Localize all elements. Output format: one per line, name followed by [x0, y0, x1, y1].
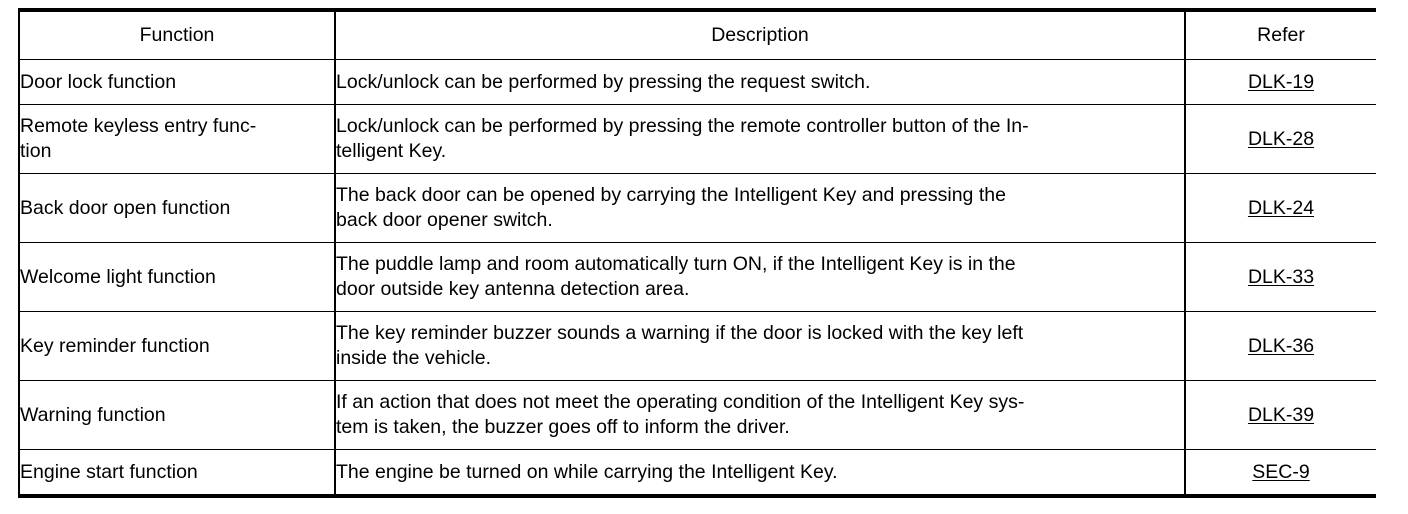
cell-function: Door lock function [18, 59, 335, 106]
description-line: Lock/unlock can be performed by pressing… [336, 70, 871, 93]
refer-link[interactable]: DLK-24 [1247, 196, 1315, 219]
cell-description: If an action that does not meet the oper… [334, 380, 1185, 451]
table-row: Engine start function The engine be turn… [18, 449, 1376, 499]
function-description-table: Function Description Refer Door lock fun… [18, 8, 1376, 499]
cell-description: Lock/unlock can be performed by pressing… [334, 59, 1185, 106]
description-line: inside the vehicle. [336, 347, 492, 370]
table-row: Welcome light function The puddle lamp a… [18, 242, 1376, 313]
description-line: telligent Key. [336, 140, 447, 163]
refer-link[interactable]: DLK-19 [1247, 70, 1315, 93]
table-row: Warning function If an action that does … [18, 380, 1376, 451]
table-row: Key reminder function The key reminder b… [18, 311, 1376, 382]
column-header-function: Function [18, 8, 335, 61]
column-header-refer: Refer [1184, 8, 1376, 61]
cell-description: Lock/unlock can be performed by pressing… [334, 104, 1185, 175]
cell-refer: DLK-19 [1184, 59, 1376, 106]
cell-refer: DLK-36 [1184, 311, 1376, 382]
table-body: Door lock function Lock/unlock can be pe… [18, 59, 1376, 499]
column-header-description: Description [334, 8, 1185, 61]
description-line: The puddle lamp and room automatically t… [336, 253, 1016, 275]
description-line: tem is taken, the buzzer goes off to inf… [336, 416, 790, 439]
refer-link[interactable]: DLK-39 [1247, 403, 1315, 426]
cell-function: Welcome light function [18, 242, 335, 313]
refer-link[interactable]: DLK-33 [1247, 265, 1315, 288]
refer-link[interactable]: DLK-28 [1247, 127, 1315, 150]
cell-description: The puddle lamp and room automatically t… [334, 242, 1185, 313]
cell-function: Key reminder function [18, 311, 335, 382]
function-line: tion [20, 140, 52, 163]
cell-refer: SEC-9 [1184, 449, 1376, 499]
description-line: The engine be turned on while carrying t… [336, 460, 838, 483]
refer-link[interactable]: DLK-36 [1247, 334, 1315, 357]
cell-refer: DLK-39 [1184, 380, 1376, 451]
description-line: If an action that does not meet the oper… [336, 391, 1025, 413]
description-line: door outside key antenna detection area. [336, 278, 690, 301]
cell-function: Warning function [18, 380, 335, 451]
table-header-row: Function Description Refer [18, 8, 1376, 61]
cell-function: Back door open function [18, 173, 335, 244]
cell-refer: DLK-28 [1184, 104, 1376, 175]
cell-function: Remote keyless entry func-tion [18, 104, 335, 175]
cell-function: Engine start function [18, 449, 335, 499]
table-row: Door lock function Lock/unlock can be pe… [18, 59, 1376, 106]
description-line: back door opener switch. [336, 209, 553, 232]
cell-description: The key reminder buzzer sounds a warning… [334, 311, 1185, 382]
cell-refer: DLK-33 [1184, 242, 1376, 313]
refer-link[interactable]: SEC-9 [1252, 460, 1310, 483]
description-line: Lock/unlock can be performed by pressing… [336, 115, 1029, 137]
description-line: The back door can be opened by carrying … [336, 184, 1006, 206]
description-line: The key reminder buzzer sounds a warning… [336, 322, 1024, 344]
cell-description: The engine be turned on while carrying t… [334, 449, 1185, 499]
table-row: Back door open function The back door ca… [18, 173, 1376, 244]
table-header: Function Description Refer [18, 8, 1376, 61]
cell-description: The back door can be opened by carrying … [334, 173, 1185, 244]
function-line: Remote keyless entry func- [20, 115, 257, 137]
cell-refer: DLK-24 [1184, 173, 1376, 244]
table-row: Remote keyless entry func-tion Lock/unlo… [18, 104, 1376, 175]
